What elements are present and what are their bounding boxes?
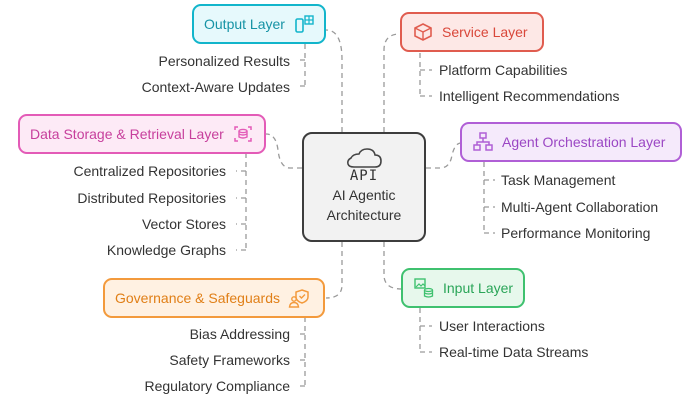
cube-icon — [412, 21, 434, 43]
shield-person-icon — [288, 287, 310, 309]
connector-output — [325, 29, 343, 132]
phone-grid-icon — [293, 13, 315, 35]
center-node: API AI Agentic Architecture — [302, 132, 426, 242]
center-title-line2: Architecture — [326, 207, 402, 223]
connector-service — [383, 33, 401, 132]
governance-item-2: Safety Frameworks — [169, 352, 290, 368]
service-layer-box: Service Layer — [400, 12, 544, 52]
connector-data-storage — [265, 133, 302, 169]
connector-output-items — [296, 44, 306, 87]
data-storage-item-4: Knowledge Graphs — [106, 242, 226, 258]
service-item-2: Intelligent Recommendations — [439, 88, 620, 104]
cloud-icon — [347, 148, 382, 168]
connector-governance-items — [296, 317, 306, 387]
governance-layer-box: Governance & Safeguards — [103, 278, 325, 318]
image-database-icon — [413, 277, 435, 299]
output-item-1: Personalized Results — [158, 53, 290, 69]
center-title-line1: AI Agentic — [332, 187, 396, 203]
connector-input — [383, 242, 403, 290]
output-layer-title: Output Layer — [204, 16, 285, 32]
connector-governance — [325, 242, 343, 299]
input-layer-title: Input Layer — [443, 280, 514, 296]
governance-item-3: Regulatory Compliance — [144, 378, 290, 394]
database-scan-icon — [232, 123, 254, 145]
service-layer-title: Service Layer — [442, 24, 528, 40]
connector-agent-items — [483, 162, 495, 234]
output-layer-box: Output Layer — [192, 4, 326, 44]
input-item-1: User Interactions — [439, 318, 545, 334]
api-label: API — [349, 168, 379, 184]
connector-service-items — [419, 53, 432, 97]
agent-orchestration-layer-title: Agent Orchestration Layer — [502, 134, 666, 150]
agent-item-3: Performance Monitoring — [501, 225, 651, 241]
data-storage-item-1: Centralized Repositories — [73, 163, 226, 179]
data-storage-layer-box: Data Storage & Retrieval Layer — [18, 114, 266, 154]
connector-agent — [426, 142, 462, 169]
data-storage-item-2: Distributed Repositories — [77, 190, 226, 206]
hierarchy-icon — [472, 131, 494, 153]
agent-orchestration-layer-box: Agent Orchestration Layer — [460, 122, 682, 162]
output-item-2: Context-Aware Updates — [141, 79, 290, 95]
service-item-1: Platform Capabilities — [439, 62, 568, 78]
governance-item-1: Bias Addressing — [189, 326, 290, 342]
input-layer-box: Input Layer — [401, 268, 525, 308]
agent-item-2: Multi-Agent Collaboration — [501, 199, 659, 215]
connector-input-items — [419, 308, 432, 353]
data-storage-item-3: Vector Stores — [141, 216, 226, 232]
input-item-2: Real-time Data Streams — [439, 344, 589, 360]
agent-item-1: Task Management — [501, 172, 616, 188]
governance-layer-title: Governance & Safeguards — [115, 290, 280, 306]
connector-data-storage-items — [236, 153, 247, 251]
data-storage-layer-title: Data Storage & Retrieval Layer — [30, 126, 224, 142]
